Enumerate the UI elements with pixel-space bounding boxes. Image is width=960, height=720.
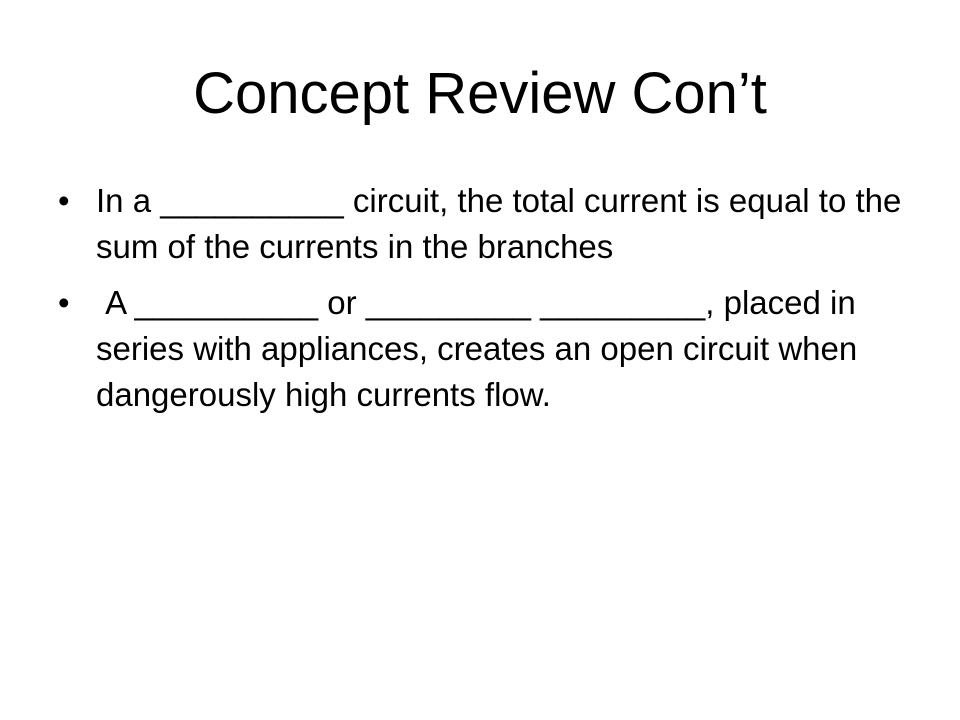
bullet-icon: • — [58, 182, 70, 219]
bullet-text: In a __________ circuit, the total curre… — [96, 182, 902, 265]
bullet-list: • In a __________ circuit, the total cur… — [58, 178, 918, 428]
bullet-item: • In a __________ circuit, the total cur… — [58, 178, 918, 270]
bullet-item: • A __________ or _________ _________, p… — [58, 280, 918, 418]
slide-title: Concept Review Con’t — [193, 61, 767, 126]
bullet-icon: • — [58, 284, 70, 321]
bullet-text: A __________ or _________ _________, pla… — [96, 284, 867, 413]
